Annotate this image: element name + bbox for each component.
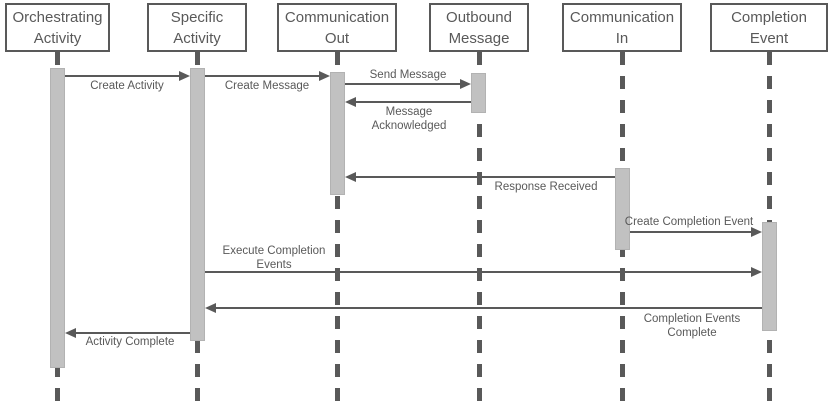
- arrow-create-completion-event: [630, 227, 762, 237]
- lifeline-head-completion-event: Completion Event: [710, 3, 828, 52]
- arrow-create-message: [205, 71, 330, 81]
- arrow-line: [205, 75, 321, 77]
- activation-bar-specific-activity: [190, 68, 205, 341]
- message-label-response-received: Response Received: [494, 181, 598, 193]
- lifeline-head-communication-out: Communication Out: [277, 3, 397, 52]
- arrowhead-right-icon: [751, 227, 762, 237]
- activation-bar-communication-in: [615, 168, 630, 250]
- arrow-line: [345, 83, 462, 85]
- arrow-message-acknowledged: [345, 97, 471, 107]
- arrow-line: [205, 271, 753, 273]
- arrow-line: [74, 332, 190, 334]
- arrow-line: [214, 307, 762, 309]
- arrowhead-right-icon: [179, 71, 190, 81]
- message-label-message-acknowledged: Message Acknowledged: [371, 106, 447, 132]
- arrowhead-left-icon: [345, 97, 356, 107]
- arrowhead-right-icon: [319, 71, 330, 81]
- message-label-create-activity: Create Activity: [90, 80, 164, 92]
- arrow-line: [630, 231, 753, 233]
- arrowhead-right-icon: [460, 79, 471, 89]
- arrow-send-message: [345, 79, 471, 89]
- arrow-response-received: [345, 172, 615, 182]
- arrow-activity-complete: [65, 328, 190, 338]
- lifeline-head-communication-in: Communication In: [562, 3, 682, 52]
- arrow-line: [354, 101, 471, 103]
- arrow-completion-events-complete: [205, 303, 762, 313]
- lifeline-head-outbound-message: Outbound Message: [429, 3, 529, 52]
- message-label-send-message: Send Message: [369, 69, 447, 81]
- arrow-execute-completion-events: [205, 267, 762, 277]
- message-label-create-message: Create Message: [224, 80, 310, 92]
- arrowhead-left-icon: [205, 303, 216, 313]
- message-label-execute-completion-events: Execute Completion Events: [222, 245, 326, 271]
- lifeline-communication-out: [335, 52, 340, 404]
- message-label-create-completion-event: Create Completion Event: [624, 216, 754, 228]
- message-label-activity-complete: Activity Complete: [85, 336, 175, 348]
- lifeline-head-orchestrating-activity: Orchestrating Activity: [5, 3, 110, 52]
- arrow-create-activity: [65, 71, 190, 81]
- activation-bar-communication-out: [330, 72, 345, 195]
- arrow-line: [354, 176, 615, 178]
- activation-bar-orchestrating-activity: [50, 68, 65, 368]
- message-label-completion-events-complete: Completion Events Complete: [643, 313, 741, 339]
- arrowhead-left-icon: [345, 172, 356, 182]
- activation-bar-outbound-message: [471, 73, 486, 113]
- activation-bar-completion-event: [762, 222, 777, 331]
- lifeline-head-specific-activity: Specific Activity: [147, 3, 247, 52]
- arrow-line: [65, 75, 181, 77]
- arrowhead-left-icon: [65, 328, 76, 338]
- lifeline-outbound-message: [477, 52, 482, 404]
- arrowhead-right-icon: [751, 267, 762, 277]
